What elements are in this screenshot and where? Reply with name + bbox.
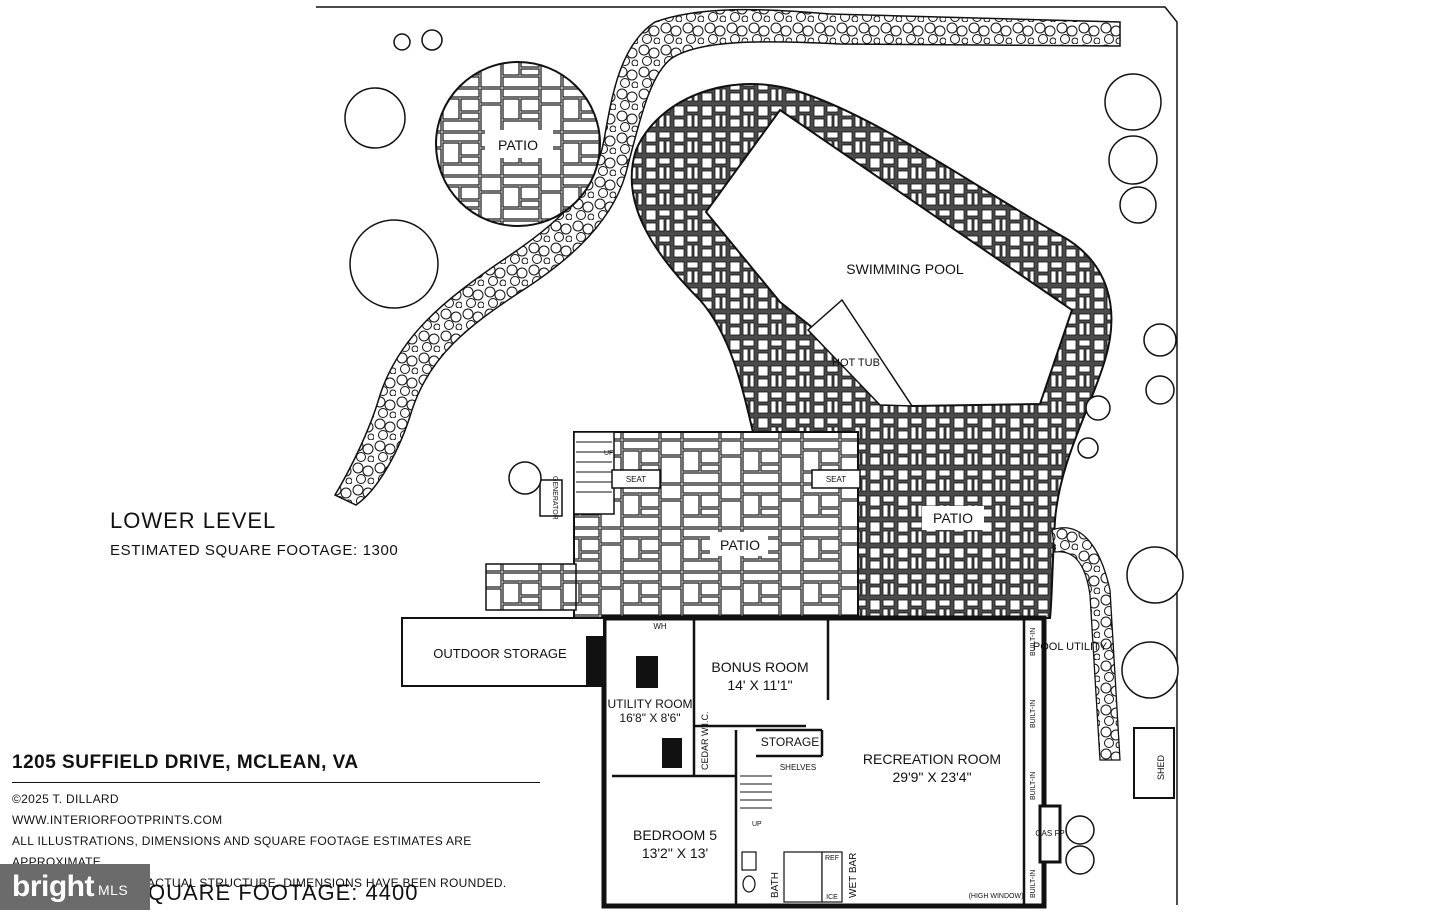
logo-main-text: bright [12,870,94,903]
level-heading: LOWER LEVEL ESTIMATED SQUARE FOOTAGE: 13… [110,508,398,559]
logo-sub-text: MLS [97,882,129,898]
round-patio-label: PATIO [498,137,538,153]
ref-label: REF [825,855,839,862]
cedar-wic-label: CEDAR W.I.C. [700,711,710,770]
divider [12,782,540,783]
pool-utility-label: POOL UTILITY [1033,641,1108,653]
generator-label: GENERATOR [551,476,558,520]
room-labels: BONUS ROOM 14' X 11'1" UTILITY ROOM 16'8… [607,628,1107,901]
copyright: ©2025 T. DILLARD [12,792,119,806]
stair-up-label: UP [604,450,614,457]
pool-deck: SWIMMING POOL HOT TUB PATIO [630,83,1113,619]
bedroom5-label: BEDROOM 5 [633,827,717,843]
seat-left-label: SEAT [626,475,646,484]
website: WWW.INTERIORFOOTPRINTS.COM [12,813,223,827]
level-square-footage: ESTIMATED SQUARE FOOTAGE: 1300 [110,542,399,559]
bedroom5-dims: 13'2" X 13' [642,845,708,861]
patio-right-label: PATIO [933,510,973,526]
interior-walls [612,620,1026,906]
shed-label: SHED [1156,754,1166,780]
house-walls [601,615,1062,909]
gas-fp-label: GAS FP [1035,829,1064,838]
total-square-footage: QUARE FOOTAGE: 4400 [148,880,419,905]
recreation-room-label: RECREATION ROOM [863,751,1001,767]
recreation-room-dims: 29'9" X 23'4" [892,769,971,785]
ice-label: ICE [826,894,838,901]
wh-label: WH [653,622,667,631]
trees [344,29,1184,875]
storage-label: STORAGE [761,735,819,749]
hot-tub-label: HOT TUB [832,357,880,369]
round-patio: PATIO [435,61,601,227]
built-in-label-3: BUILT-IN [1030,772,1037,800]
pool-label: SWIMMING POOL [846,261,964,277]
bonus-room-dims: 14' X 11'1" [727,677,792,693]
outdoor-storage-label: OUTDOOR STORAGE [433,646,567,661]
bath-label: BATH [770,872,781,898]
mls-logo: bright MLS [0,864,150,910]
lower-patio: UP SEAT SEAT PATIO GENERATOR [485,431,861,619]
wet-bar-label: WET BAR [848,853,859,898]
swimming-pool [704,108,1074,408]
utility-room-label: UTILITY ROOM [607,697,692,711]
seat-right-label: SEAT [826,475,846,484]
utility-room-dims: 16'8" X 8'6" [619,711,680,725]
hot-tub [806,298,914,407]
level-title: LOWER LEVEL [110,508,277,533]
built-in-label-2: BUILT-IN [1030,700,1037,728]
arc-walkway [1051,527,1121,761]
shed: SHED [1133,727,1175,799]
patio-center-label: PATIO [720,537,760,553]
bonus-room-label: BONUS ROOM [711,659,808,675]
high-window-label: (HIGH WINDOW) [969,893,1024,900]
bath-fixtures [741,851,843,903]
outdoor-storage: OUTDOOR STORAGE [401,617,605,687]
built-in-label-1: BUILT-IN [1030,628,1037,656]
stone-walkway [333,8,1121,506]
property-line [316,6,1178,905]
address: 1205 SUFFIELD DRIVE, MCLEAN, VA [12,752,359,773]
interior-up-label: UP [752,821,762,828]
mechanical [636,656,682,768]
interior-stairs: UP [740,775,772,828]
shelves-label: SHELVES [780,763,816,772]
built-in-label-4: BUILT-IN [1030,870,1037,898]
